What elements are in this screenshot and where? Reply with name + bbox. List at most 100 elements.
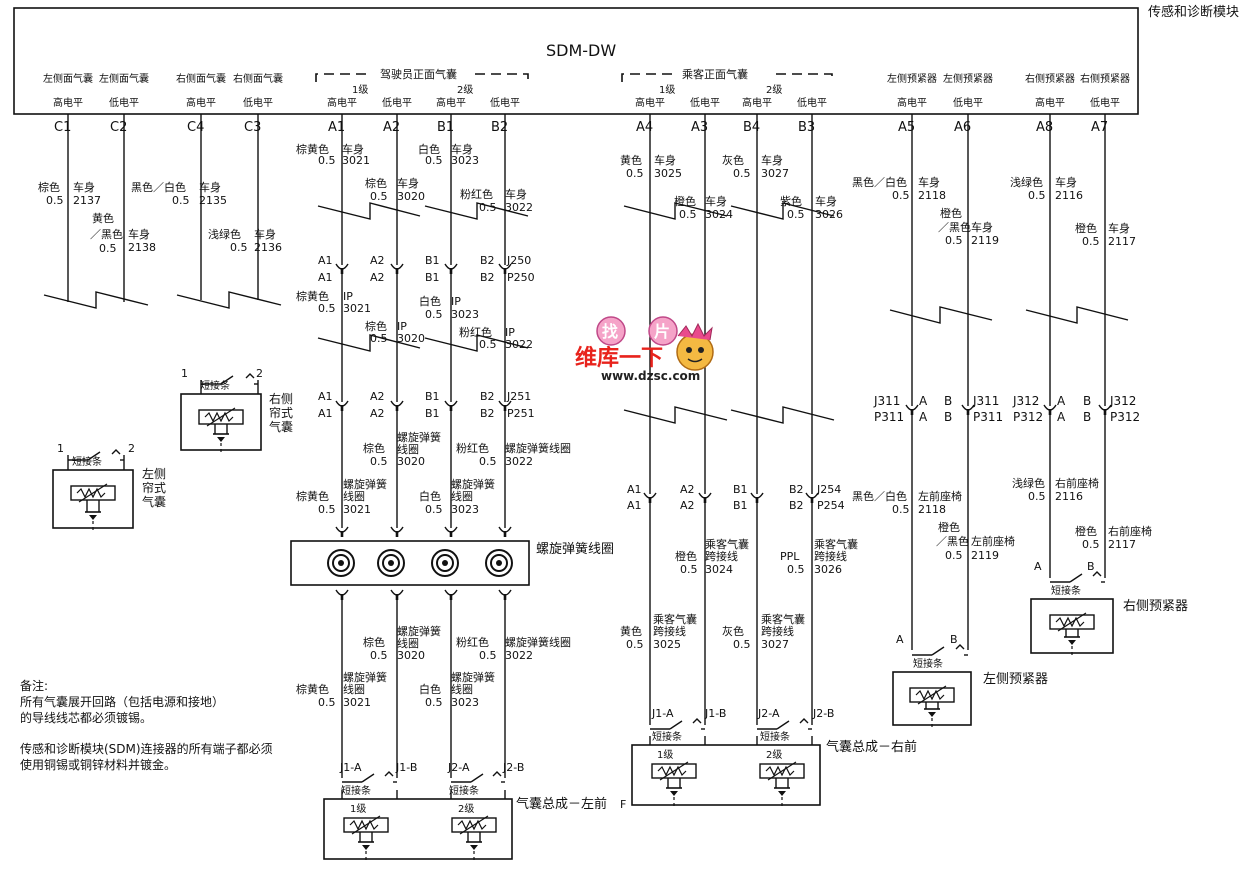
- pin-label: C3: [244, 120, 261, 135]
- wire-type: 跨接线: [653, 624, 686, 638]
- wire-break: [317, 202, 421, 220]
- wire-number: 3021: [342, 154, 370, 167]
- wire-type: IP: [343, 290, 353, 303]
- shorting-bar-label: 短接条: [72, 455, 102, 468]
- wire-type: 线圈: [451, 682, 473, 696]
- shorting-bar: [692, 718, 702, 724]
- wire-type: 螺旋弹簧: [397, 430, 441, 444]
- wire-gauge: 0.5: [425, 154, 443, 167]
- shorting-bar-label: 短接条: [200, 379, 230, 392]
- passenger-stage1: 1级: [659, 84, 675, 96]
- wire-color: 黑色／白色: [131, 180, 186, 194]
- pin-label: A8: [1036, 120, 1053, 135]
- wire-color: 棕色: [365, 319, 387, 333]
- wire-number: 3022: [505, 338, 533, 351]
- passenger-stage2: 2级: [766, 84, 782, 96]
- driver-stage1: 1级: [352, 84, 368, 96]
- watermark-url: www.dzsc.com: [601, 369, 700, 383]
- header-col-title: 左侧预紧器: [887, 72, 937, 85]
- wire-gauge: 0.5: [318, 503, 336, 516]
- wire-number: 3021: [343, 503, 371, 516]
- right-curtain-label: 右侧: [269, 391, 293, 406]
- wire-color: 黄色: [620, 624, 642, 638]
- stage-label: 1级: [350, 803, 366, 815]
- wire-number: 3022: [505, 649, 533, 662]
- header-col-title: 左侧面气囊: [43, 72, 93, 85]
- header-col-level: 低电平: [953, 96, 983, 109]
- connector-label: J312: [1109, 394, 1136, 408]
- wire-type: 线圈: [451, 489, 473, 503]
- wire-color: PPL: [780, 550, 800, 563]
- wire-number: 3023: [451, 308, 479, 321]
- squib-icon: [343, 815, 389, 860]
- wire-type: 车身: [342, 142, 364, 156]
- spiral-icon: [377, 549, 405, 577]
- wire-number: 3023: [451, 154, 479, 167]
- wire-type: 车身: [199, 180, 221, 194]
- header-col-title: 右侧面气囊: [176, 72, 226, 85]
- pin-label: J1-B: [704, 707, 726, 720]
- wire-gauge: 0.5: [945, 549, 963, 562]
- wire-number: 3027: [761, 167, 789, 180]
- spiral-icon: [431, 549, 459, 577]
- squib-icon: [909, 685, 955, 727]
- shorting-bar: [245, 373, 255, 379]
- driver-airbag: J1-A J1-B J2-A J2-B 短接条 短接条 1级 2级 气囊总成－左…: [323, 761, 626, 860]
- wire-number: 3025: [654, 167, 682, 180]
- wire-color: 粉红色: [460, 187, 493, 201]
- shorting-bar: [111, 449, 121, 455]
- wire-gauge: 0.5: [479, 338, 497, 351]
- wire-gauge: 0.5: [787, 563, 805, 576]
- watermark-text: 片: [654, 322, 670, 341]
- left-curtain-label: 左侧: [142, 466, 166, 481]
- passenger-airbag: J1-A J1-B J2-A J2-B 短接条 短接条 1级 2级 气囊总成－右…: [631, 707, 917, 806]
- notes-line: 使用铜锡或铜锌材料并镀金。: [20, 757, 176, 772]
- pin-label: J1-A: [339, 761, 362, 774]
- wire-break: [623, 406, 728, 424]
- pin-label: B2: [491, 120, 508, 135]
- wires: [67, 114, 1112, 799]
- header-col-title: 右侧面气囊: [233, 72, 283, 85]
- wire-type: 螺旋弹簧线圈: [505, 441, 571, 455]
- header-col-level: 高电平: [742, 96, 772, 109]
- shorting-bar: [1069, 573, 1083, 583]
- pin-label: B2: [480, 254, 495, 267]
- left-curtain-label: 气囊: [142, 494, 166, 509]
- pin-label: 1: [57, 442, 64, 455]
- pin-label: A2: [370, 254, 385, 267]
- header-col-level: 低电平: [797, 96, 827, 109]
- shorting-bar: [87, 451, 101, 461]
- clock-spring-box: [290, 540, 530, 586]
- wire-number: 3025: [653, 638, 681, 651]
- pin-label: A: [1034, 560, 1042, 573]
- header-columns: 左侧面气囊高电平C1左侧面气囊低电平C2右侧面气囊高电平C4右侧面气囊低电平C3…: [43, 72, 1130, 135]
- mascot-icon: [676, 322, 714, 371]
- notes-line: 传感和诊断模块(SDM)连接器的所有端子都必须: [20, 741, 273, 756]
- wire-color: 棕色: [365, 176, 387, 190]
- clock-spring-wire-labels: 棕色 0.5 螺旋弹簧 线圈 3020 粉红色 0.5 螺旋弹簧线圈 3022 …: [296, 430, 571, 516]
- connector-label: P312: [1013, 410, 1043, 424]
- wire-number: 2137: [73, 194, 101, 207]
- squib-icon: [451, 815, 497, 860]
- wire-type: 车身: [815, 194, 837, 208]
- connector-label: P254: [817, 499, 845, 512]
- wire-color: 白色: [418, 142, 440, 156]
- header-col-level: 高电平: [635, 96, 665, 109]
- wire-gauge: 0.5: [425, 696, 443, 709]
- wire-color: 白色: [419, 294, 441, 308]
- wire-break: [424, 202, 529, 220]
- wire-color: 黑色／白色: [852, 489, 907, 503]
- wire-color: 浅绿色: [208, 227, 241, 241]
- wire-gauge: 0.5: [733, 638, 751, 651]
- pin-label: B1: [425, 271, 440, 284]
- header-col-level: 高电平: [53, 96, 83, 109]
- wire-gauge: 0.5: [230, 241, 248, 254]
- shorting-bar: [669, 720, 683, 730]
- shorting-bar: [384, 771, 394, 777]
- wire-gauge: 0.5: [733, 167, 751, 180]
- pin-label: B: [944, 394, 952, 408]
- wire-number: 3024: [705, 563, 733, 576]
- wire-break: [1025, 306, 1129, 324]
- wire-type: 线圈: [343, 682, 365, 696]
